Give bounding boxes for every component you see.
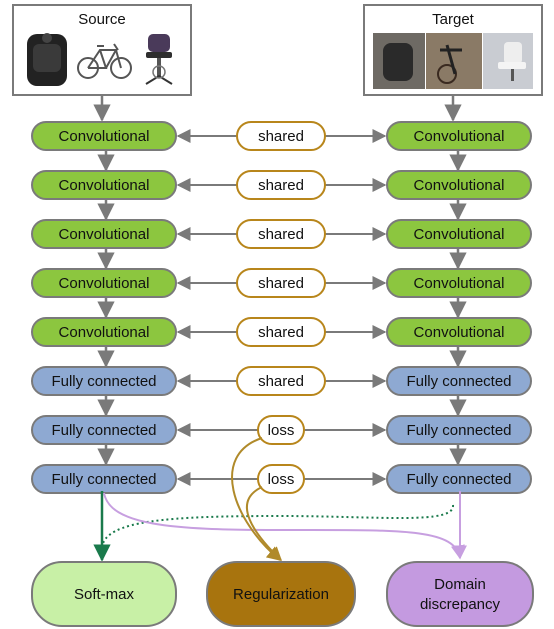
domain-discrepancy-label-line2: discrepancy: [420, 596, 501, 613]
shared-label: shared: [258, 177, 304, 194]
loss1-to-regularization-arrow: [231, 437, 282, 561]
regularization-label: Regularization: [233, 586, 329, 603]
target-to-softmax-dotted: [101, 504, 455, 549]
source-layer-node: [31, 219, 177, 249]
shared-pill: [236, 121, 326, 151]
shared-label: shared: [258, 226, 304, 243]
target-layer-label: Convolutional: [414, 324, 505, 341]
target-layer-label: Convolutional: [414, 128, 505, 145]
shared-label: shared: [258, 128, 304, 145]
shared-label: shared: [258, 373, 304, 390]
source-layer-label: Fully connected: [51, 373, 156, 390]
loss-pill: [257, 415, 305, 445]
shared-pill: [236, 268, 326, 298]
shared-pill: [236, 219, 326, 249]
shared-pill: [236, 366, 326, 396]
target-bicycle-photo: [426, 33, 482, 89]
target-panel: Target: [363, 4, 543, 96]
loss-pill: [257, 464, 305, 494]
source-title: Source: [78, 11, 126, 28]
domain-discrepancy-node: Domain discrepancy: [386, 561, 534, 627]
source-layer-node: [31, 366, 177, 396]
target-layer-label: Convolutional: [414, 226, 505, 243]
bicycle-image: [77, 43, 132, 79]
loss-label: loss: [268, 422, 295, 439]
source-layer-label: Fully connected: [51, 471, 156, 488]
source-panel: Source: [12, 4, 192, 96]
softmax-node: Soft-max: [31, 561, 177, 627]
target-chair-photo: [483, 33, 533, 89]
source-layer-node: [31, 415, 177, 445]
source-layer-node: [31, 268, 177, 298]
backpack-image: [27, 33, 67, 86]
target-layer-label: Convolutional: [414, 275, 505, 292]
source-layer-node: [31, 317, 177, 347]
source-to-discrepancy-arrow: [103, 492, 465, 560]
chair-image: [145, 34, 173, 85]
domain-discrepancy-label-line1: Domain: [434, 576, 486, 593]
source-layer-node: [31, 121, 177, 151]
loss2-to-regularization-arrow: [246, 486, 283, 561]
target-layer-label: Fully connected: [406, 422, 511, 439]
target-layer-label: Convolutional: [414, 177, 505, 194]
shared-label: shared: [258, 324, 304, 341]
shared-pill: [236, 170, 326, 200]
source-layer-label: Convolutional: [59, 275, 150, 292]
target-backpack-photo: [373, 33, 425, 89]
shared-label: shared: [258, 275, 304, 292]
source-layer-label: Fully connected: [51, 422, 156, 439]
target-title: Target: [432, 11, 475, 28]
source-layer-label: Convolutional: [59, 324, 150, 341]
source-layer-node: [31, 170, 177, 200]
target-layer-label: Fully connected: [406, 471, 511, 488]
softmax-label: Soft-max: [74, 586, 135, 603]
source-layer-label: Convolutional: [59, 177, 150, 194]
source-layer-label: Convolutional: [59, 226, 150, 243]
loss-label: loss: [268, 471, 295, 488]
shared-pill: [236, 317, 326, 347]
source-layer-label: Convolutional: [59, 128, 150, 145]
regularization-node: Regularization: [206, 561, 356, 627]
target-layer-label: Fully connected: [406, 373, 511, 390]
